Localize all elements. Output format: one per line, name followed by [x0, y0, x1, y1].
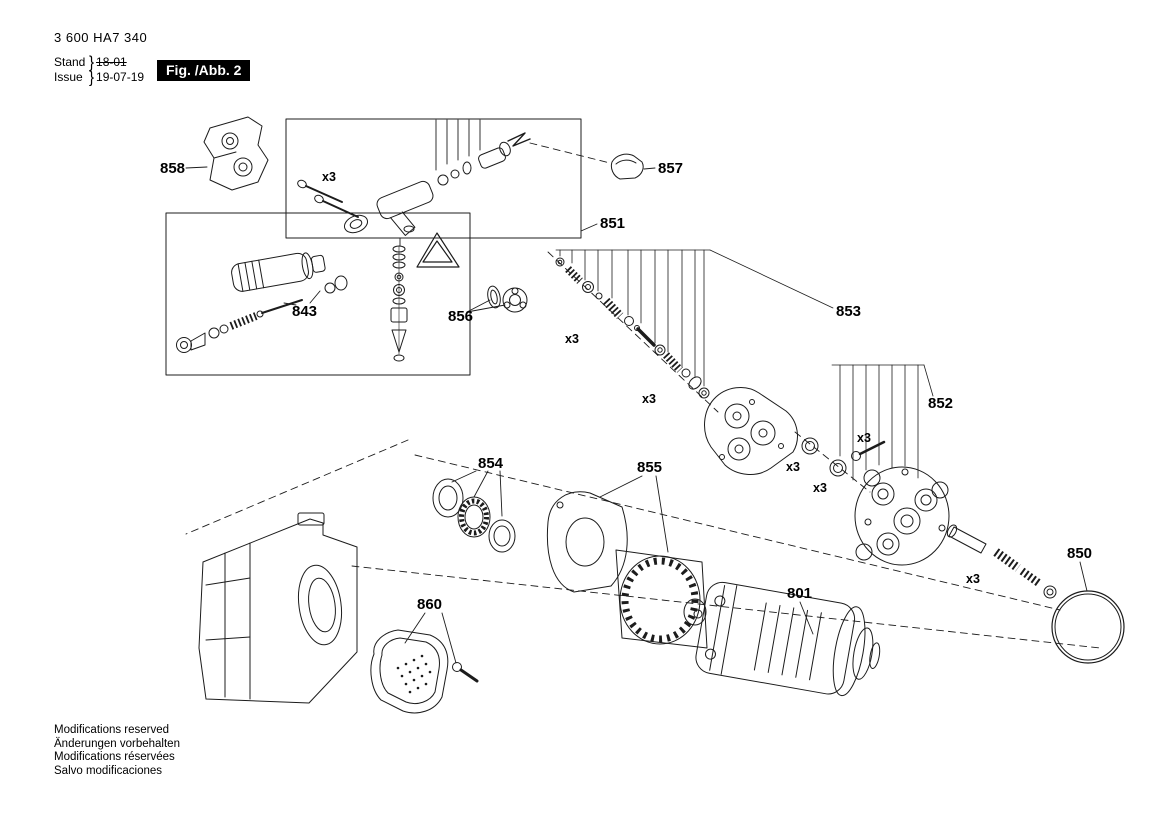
part-label-855: 855	[637, 459, 662, 476]
issue-label: Issue	[54, 70, 83, 84]
stand-label: Stand	[54, 55, 86, 69]
leader-lines-851	[435, 119, 598, 232]
drawing-piston-parts-853	[555, 257, 710, 399]
figure-badge: Fig. /Abb. 2	[157, 60, 251, 81]
part-labels: 858 851 857 843 856 853 852 854 855 860 …	[160, 160, 1092, 613]
drawing-pump-head	[854, 466, 950, 566]
qty-marker: x3	[857, 431, 871, 445]
drawing-triangle-clip	[416, 232, 460, 268]
footer-line: Änderungen vorbehalten	[54, 737, 180, 750]
leader-854	[451, 470, 503, 517]
part-label-851: 851	[600, 215, 625, 232]
leader-857	[643, 167, 656, 170]
part-label-854: 854	[478, 455, 504, 472]
drawing-end-cap-860	[370, 629, 479, 714]
drawing-valve-stack	[390, 237, 408, 362]
drawing-part-858	[203, 116, 269, 191]
leader-860	[404, 612, 457, 664]
footer-line: Modifications reserved	[54, 724, 170, 736]
drawing-orings-screw-852	[801, 437, 886, 477]
qty-marker: x3	[642, 392, 656, 406]
quantity-markers: x3 x3 x3 x3 x3 x3 x3	[322, 170, 980, 586]
stand-value: 18-01	[96, 55, 127, 69]
leader-856	[466, 299, 506, 313]
issue-brace: }	[89, 68, 95, 87]
drawing-motor	[615, 549, 708, 649]
footer-notes: Modifications reserved Änderungen vorbeh…	[54, 724, 180, 778]
qty-marker: x3	[322, 170, 336, 184]
stand-row: Stand } 18-01	[54, 53, 147, 72]
qty-marker: x3	[813, 481, 827, 495]
issue-value: 19-07-19	[96, 70, 145, 84]
part-label-858: 858	[160, 160, 185, 177]
drawing-motor-housing	[198, 512, 358, 704]
leader-850	[1079, 561, 1088, 592]
footer-line: Salvo modificaciones	[54, 764, 163, 777]
leader-comb-852	[831, 364, 934, 481]
part-label-860: 860	[417, 596, 442, 613]
assembly-boxes	[165, 118, 582, 376]
leader-comb-853	[555, 249, 834, 387]
drawing-gun-assembly-851	[297, 132, 531, 236]
issue-row: Issue } 19-07-19	[54, 68, 147, 87]
leader-843	[283, 290, 321, 306]
stand-brace: }	[89, 53, 95, 72]
drawing-manifold	[704, 387, 798, 475]
header: 3 600 HA7 340 Stand } 18-01 Issue } 19-0…	[54, 30, 148, 87]
part-label-853: 853	[836, 303, 861, 320]
part-number: 3 600 HA7 340	[54, 30, 148, 45]
leader-858	[185, 166, 208, 169]
drawing-pin-springs-850	[946, 524, 1125, 664]
qty-marker: x3	[966, 572, 980, 586]
qty-marker: x3	[786, 460, 800, 474]
drawing-fan-shroud-855	[546, 491, 628, 593]
part-label-856: 856	[448, 308, 473, 325]
drawing-shims-854	[432, 478, 516, 553]
drawing-part-857	[610, 153, 644, 180]
qty-marker: x3	[565, 332, 579, 346]
drawing-lance-assembly-843	[176, 252, 348, 353]
part-label-850: 850	[1067, 545, 1092, 562]
leader-855	[599, 475, 669, 553]
part-label-852: 852	[928, 395, 953, 412]
part-label-857: 857	[658, 160, 683, 177]
drawing-seals-856	[487, 285, 528, 313]
part-label-843: 843	[292, 303, 317, 320]
leader-801	[799, 601, 814, 635]
footer-line: Modifications réservées	[54, 751, 175, 763]
part-label-801: 801	[787, 585, 812, 602]
drawing-field-housing-801	[695, 581, 881, 697]
